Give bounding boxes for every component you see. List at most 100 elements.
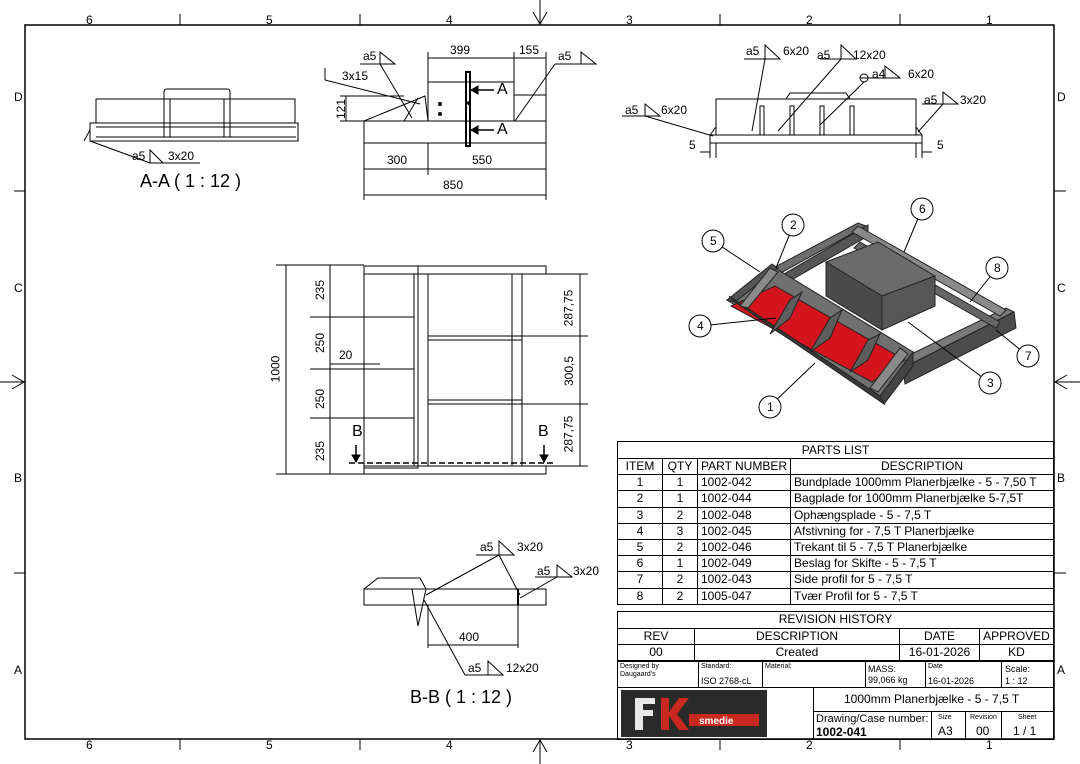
zone-row-a-right: A [1057,663,1066,677]
zone-row-b-right: B [1057,471,1066,485]
side-weld-right: a5 [558,49,572,63]
designed-by-label: Designed by [620,663,659,670]
zone-row-c: C [14,281,23,295]
view-aa [83,88,299,164]
standard-value: ISO 2768-cL [701,676,752,686]
designed-by-value: Daugaard's [620,671,656,678]
revision-history-title: REVISION HISTORY [617,611,1054,629]
description-cell: Side profil for 5 - 7,5 T [790,571,1054,589]
zone-row-d: D [14,90,23,104]
isometric-view [725,222,1017,406]
front-weld-size-5: 3x20 [960,93,987,107]
bb-weld-size-2: 3x20 [573,564,600,578]
balloon-6: 6 [919,202,926,216]
zone-col-1-bottom: 1 [986,738,993,752]
parts-list-title: PARTS LIST [617,441,1054,458]
balloon-2: 2 [790,218,797,232]
mass-label: MASS: [868,664,897,674]
bb-weld-1: a5 [480,540,494,554]
material-label: Material: [765,663,792,670]
logo-text: smedie [699,716,734,727]
rev-cell: 00 [617,644,695,662]
zone-col-3: 3 [626,13,633,27]
front-weld-size-3: 6x20 [908,67,935,81]
part-number-cell: 1002-048 [696,506,792,524]
zone-col-3-bottom: 3 [626,738,633,752]
scale-value: 1 : 12 [1005,676,1028,686]
zone-col-4-bottom: 4 [446,738,453,752]
bb-weld-2: a5 [537,564,551,578]
zone-col-2: 2 [806,13,813,27]
aa-weld: a5 [132,149,146,163]
mass-value: 99,066 kg [868,675,908,685]
side-dim-155: 155 [519,43,540,57]
balloons [688,197,1040,419]
front-weld-2: a5 [817,48,831,62]
bb-weld-size-1: 3x20 [517,540,544,554]
zone-col-5: 5 [266,13,273,27]
side-dim-121: 121 [334,98,349,120]
side-dim-850: 850 [443,178,464,192]
item-cell: 3 [617,506,663,524]
part-number-cell: 1002-043 [696,571,792,589]
front-weld-1: a5 [746,44,760,58]
balloon-7: 7 [1025,349,1032,363]
bb-weld-size-3: 12x20 [506,661,539,675]
section-b-marker-left: B [352,423,363,440]
company-logo: smedie [621,690,767,737]
top-dim-287-b: 287,75 [561,415,576,453]
top-dim-235-a: 235 [313,279,328,301]
side-dim-399: 399 [450,43,471,57]
top-dim-287-a: 287,75 [561,289,576,327]
item-cell: 8 [617,587,663,605]
side-dim-3x15: 3x15 [342,69,369,83]
side-dim-300: 300 [387,153,408,167]
balloon-3: 3 [987,376,994,390]
item-cell: 2 [617,490,663,508]
date-value: 16-01-2026 [928,676,975,686]
item-cell: 5 [617,538,663,557]
zone-row-a: A [14,663,23,677]
balloon-8: 8 [994,261,1001,275]
section-a-marker-top: A [497,81,508,98]
zone-col-4: 4 [446,13,453,27]
date-label: Date [928,663,943,670]
item-cell: 6 [617,555,663,573]
zone-col-1: 1 [986,13,993,27]
drawing-title: 1000mm Planerbjælke - 5 - 7,5 T [844,692,1020,706]
rev-header-approved: APPROVED [979,627,1054,645]
sheet-cell: Sheet 1 / 1 [1002,712,1054,740]
view-bb [363,539,574,676]
parts-list-table: PARTS LIST ITEM QTY PART NUMBER DESCRIPT… [617,441,1054,605]
description-cell: Bagplade for 1000mm Planerbjælke 5-7,5T [790,490,1054,508]
view-side [324,50,598,200]
top-dim-300: 300,5 [562,355,577,387]
item-cell: 4 [617,522,663,540]
bb-weld-3: a5 [468,661,482,675]
standard-label: Standard: [701,663,732,670]
side-dim-550: 550 [472,153,493,167]
rev-header-rev: REV [617,627,695,645]
size-cell: Size A3 [932,712,966,740]
rev-header-date: DATE [899,627,980,645]
zone-col-2-bottom: 2 [806,738,813,752]
description-cell: Trekant til 5 - 7,5 T Planerbjælke [790,538,1054,557]
date-cell: Date 16-01-2026 [926,661,1002,688]
drawing-number-cell: Drawing/Case number: 1002-041 [814,712,932,740]
zone-col-6: 6 [86,13,93,27]
title-cell: 1000mm Planerbjælke - 5 - 7,5 T [814,688,1054,712]
table-row: 00 Created 16-01-2026 KD [617,644,1054,662]
size-value: A3 [938,724,953,738]
zone-col-5-bottom: 5 [266,738,273,752]
rev-date-cell: 16-01-2026 [899,644,980,662]
scale-label: Scale: [1005,664,1031,674]
qty-cell: 3 [662,522,698,540]
front-weld-size-4: 6x20 [661,103,688,117]
balloon-4: 4 [697,319,704,333]
part-number-cell: 1002-046 [696,538,792,557]
